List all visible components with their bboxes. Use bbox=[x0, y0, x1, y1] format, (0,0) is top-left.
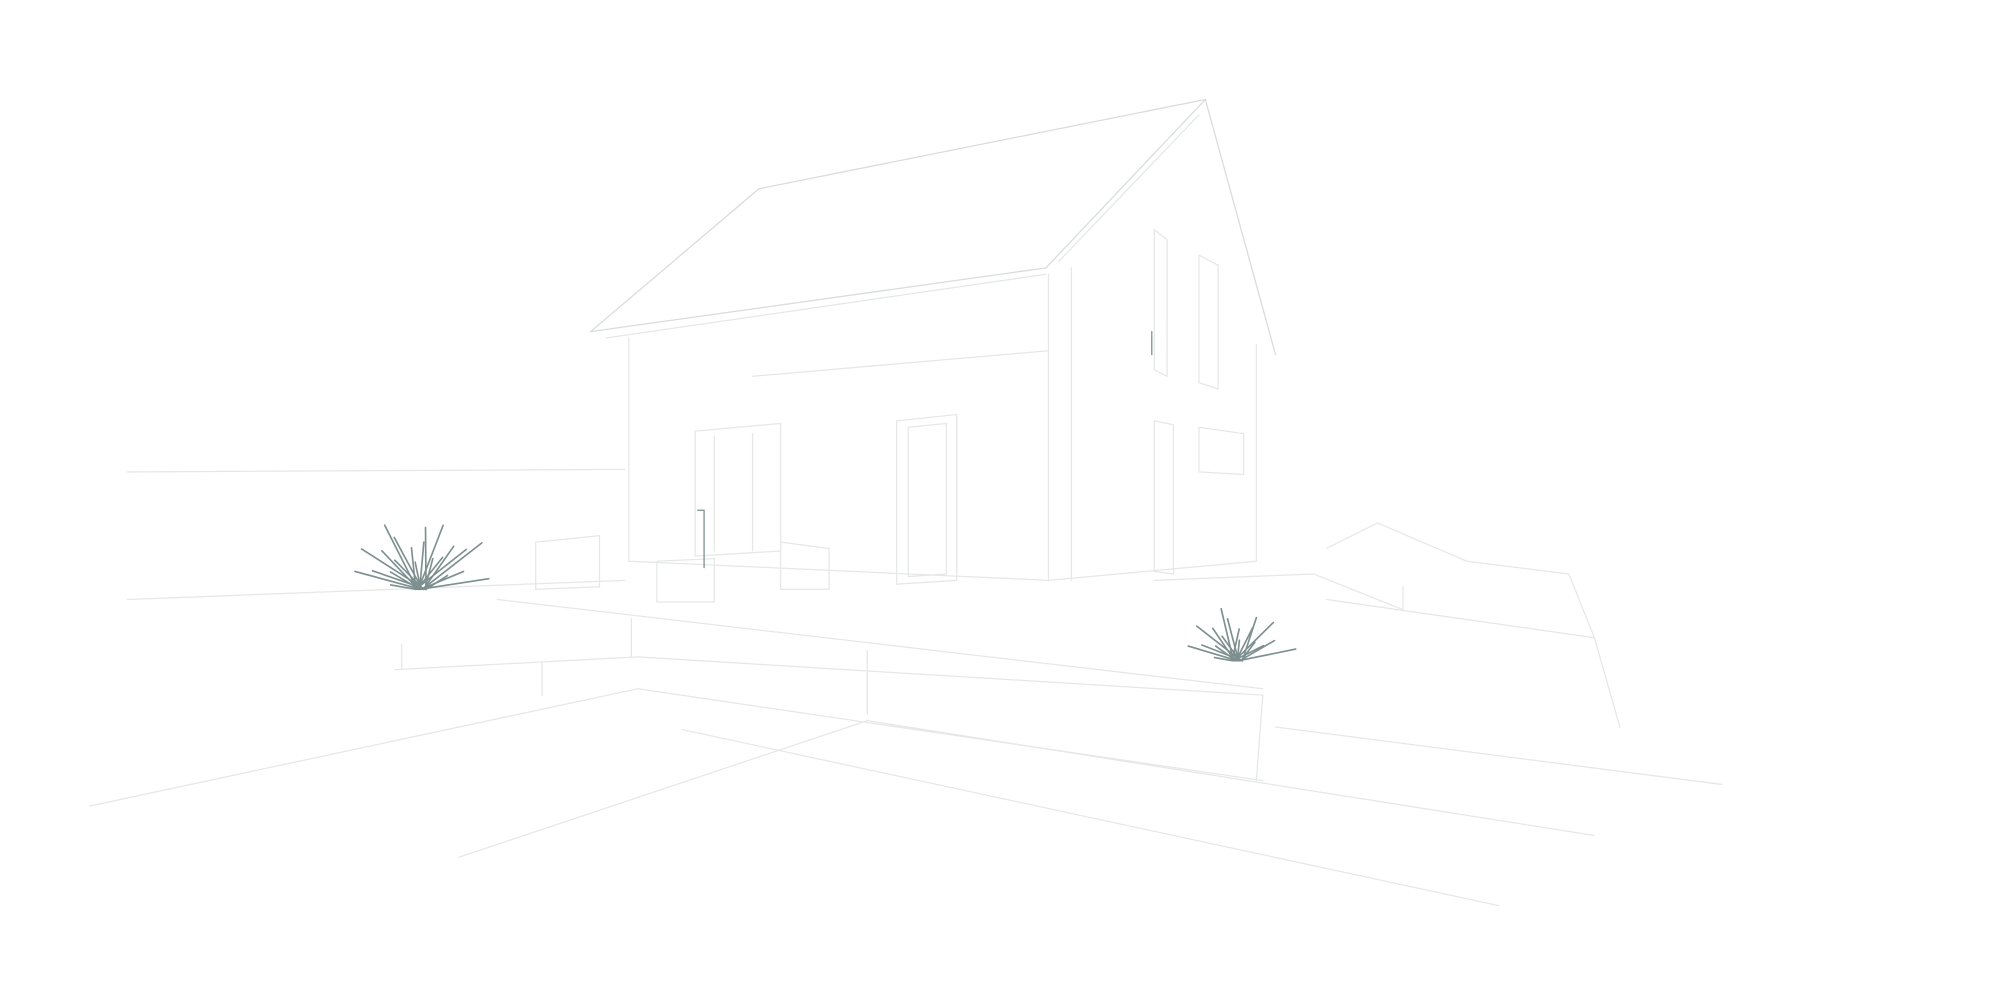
ground-line bbox=[394, 656, 1264, 696]
ground-line bbox=[126, 468, 626, 473]
eave-fascia bbox=[605, 273, 1047, 339]
floor-line bbox=[751, 350, 1050, 377]
gable-window bbox=[1153, 228, 1168, 378]
door-inner bbox=[907, 422, 948, 578]
plant-stem bbox=[417, 524, 444, 591]
window-double bbox=[694, 422, 782, 557]
gable-inner bbox=[1058, 114, 1200, 263]
plant-stem bbox=[1241, 616, 1258, 662]
plant-stem bbox=[354, 570, 422, 591]
porch-step bbox=[656, 558, 715, 603]
plant-stem bbox=[418, 541, 425, 591]
ground-line bbox=[1325, 598, 1621, 728]
plant-stem bbox=[1201, 644, 1244, 662]
plant-stem bbox=[1211, 627, 1236, 662]
porch-block bbox=[535, 535, 601, 590]
plant-stem bbox=[1220, 607, 1235, 662]
door bbox=[896, 413, 958, 585]
side-door bbox=[1153, 420, 1175, 575]
side-window bbox=[1198, 426, 1245, 476]
plant-stem bbox=[418, 577, 490, 591]
ground-line bbox=[866, 720, 1596, 837]
plant-stem bbox=[1232, 644, 1265, 662]
plant-stem bbox=[1240, 641, 1256, 662]
plants bbox=[354, 524, 1297, 662]
plant-stem bbox=[1213, 656, 1233, 662]
plant-stem bbox=[1231, 628, 1240, 662]
plant-stem bbox=[414, 548, 468, 591]
porch-light bbox=[697, 509, 705, 569]
plant-stem bbox=[1235, 627, 1254, 662]
house-base bbox=[628, 560, 1258, 581]
plant-stem bbox=[420, 570, 465, 591]
plant-stem bbox=[1226, 618, 1240, 662]
plant-stem bbox=[410, 547, 417, 591]
plant-stem bbox=[422, 545, 455, 591]
ground-line bbox=[1568, 573, 1596, 639]
plant-stem bbox=[381, 549, 420, 591]
terrace-wall bbox=[1325, 522, 1570, 575]
plant-stem bbox=[393, 536, 424, 591]
plant-stem bbox=[1237, 648, 1297, 662]
plant-stem bbox=[389, 584, 417, 591]
plant-stem bbox=[1238, 639, 1276, 662]
gable-window bbox=[1198, 254, 1219, 390]
ground-line bbox=[681, 728, 1500, 907]
ground-line bbox=[1255, 694, 1264, 782]
plant-stem bbox=[383, 524, 418, 591]
ground-line bbox=[637, 688, 1264, 782]
plant-stem bbox=[424, 526, 427, 591]
terrace-edge bbox=[1153, 573, 1404, 611]
ground-lines bbox=[88, 468, 1723, 907]
roof-outline bbox=[589, 98, 1206, 333]
ground-line bbox=[458, 720, 868, 858]
ground-line bbox=[1274, 726, 1723, 786]
house-outline bbox=[535, 98, 1570, 611]
bush-left bbox=[354, 524, 490, 591]
plant-stem bbox=[371, 569, 427, 591]
plant-stem bbox=[1187, 645, 1239, 662]
plant-stem bbox=[421, 542, 483, 591]
plant-stem bbox=[1233, 621, 1275, 662]
ground-line bbox=[126, 579, 626, 601]
ground-line bbox=[88, 688, 639, 807]
roof-eave-gable bbox=[589, 98, 1277, 356]
bush-right bbox=[1187, 607, 1297, 662]
porch-block bbox=[779, 541, 830, 590]
ground-line bbox=[496, 598, 1264, 690]
